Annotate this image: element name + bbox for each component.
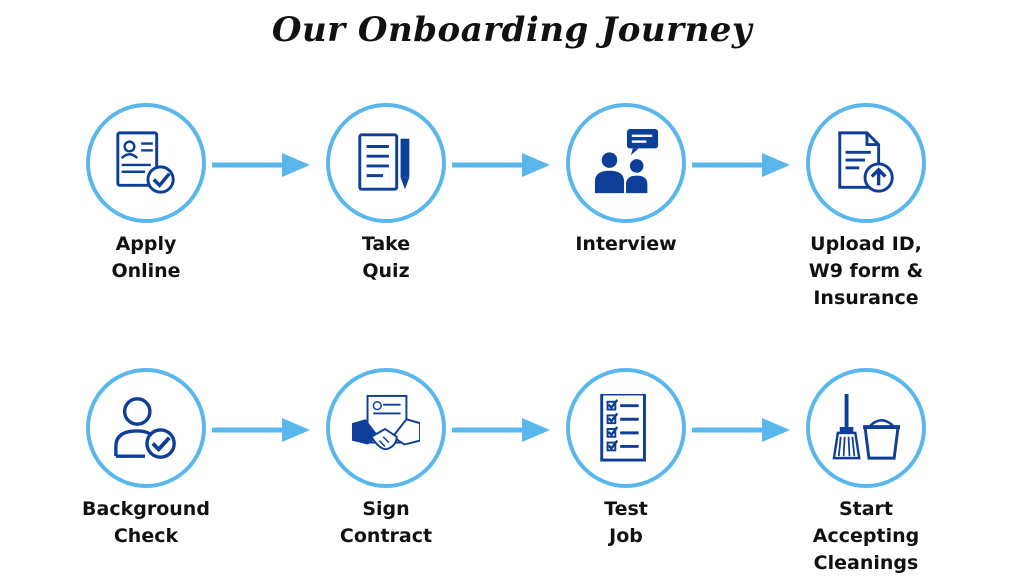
step-label: Background Check bbox=[82, 498, 210, 547]
step-label: Test Job bbox=[604, 498, 648, 547]
step-label: Apply Online bbox=[111, 233, 181, 282]
arrow-right-icon bbox=[452, 418, 550, 442]
step-label: Interview bbox=[575, 233, 677, 255]
document-upload-icon bbox=[838, 131, 894, 193]
broom-bucket-icon bbox=[832, 394, 900, 460]
step-label: Sign Contract bbox=[339, 498, 433, 547]
checklist-pen-icon bbox=[358, 133, 410, 191]
step-circle bbox=[566, 103, 686, 223]
step-label: Start Accepting Cleanings bbox=[812, 498, 920, 574]
page-title: Our Onboarding Journey bbox=[271, 10, 753, 50]
resume-check-icon bbox=[116, 131, 175, 194]
arrow-right-icon bbox=[452, 153, 550, 177]
arrow-right-icon bbox=[692, 153, 790, 177]
arrow-right-icon bbox=[692, 418, 790, 442]
step-circle bbox=[86, 103, 206, 223]
interview-chat-icon bbox=[594, 129, 659, 194]
step-circle bbox=[806, 103, 926, 223]
step-circle bbox=[566, 368, 686, 488]
arrow-right-icon bbox=[212, 153, 310, 177]
step-label: Upload ID, W9 form & Insurance bbox=[808, 233, 924, 309]
step-circle bbox=[326, 103, 446, 223]
checklist-icon bbox=[600, 394, 646, 462]
arrow-right-icon bbox=[212, 418, 310, 442]
step-circle bbox=[806, 368, 926, 488]
handshake-contract-icon bbox=[352, 394, 420, 451]
step-circle bbox=[86, 368, 206, 488]
step-label: Take Quiz bbox=[361, 233, 411, 282]
step-circle bbox=[326, 368, 446, 488]
user-check-icon bbox=[114, 397, 176, 459]
